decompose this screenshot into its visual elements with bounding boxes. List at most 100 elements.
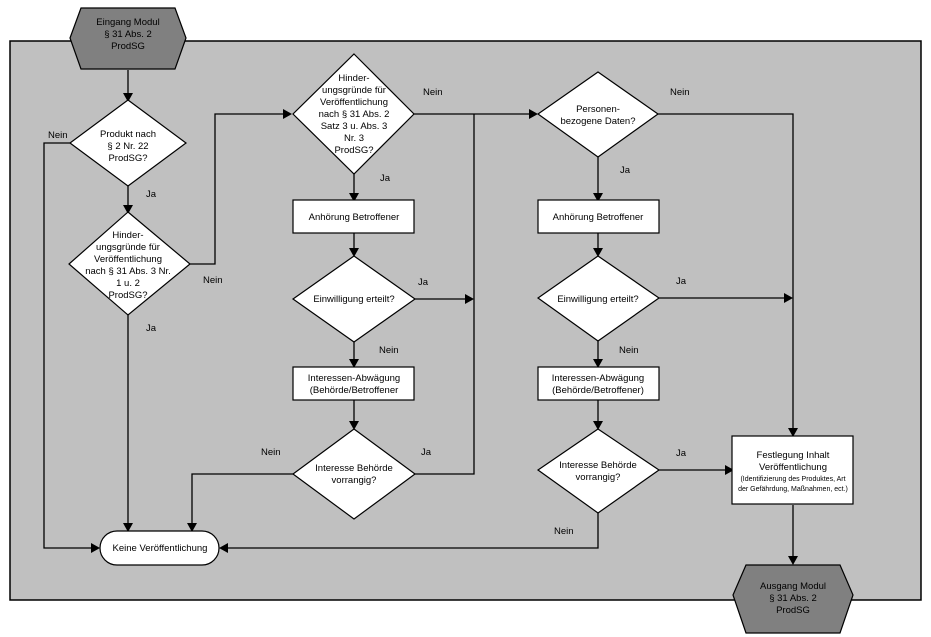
decision-interesse2-line1: Interesse Behörde bbox=[559, 460, 637, 471]
arrowhead bbox=[788, 428, 798, 437]
decision-interesse-1[interactable]: Interesse Behörde vorrangig? bbox=[291, 428, 417, 520]
edge-label-hinder1-ja: Ja bbox=[146, 323, 157, 334]
edge-label-produkt-ja: Ja bbox=[146, 189, 157, 200]
edge-interesse2-nein bbox=[221, 513, 599, 549]
end-label-line1: Ausgang Modul bbox=[760, 581, 826, 592]
arrowhead bbox=[123, 523, 133, 532]
start-label-line2: § 31 Abs. 2 bbox=[104, 29, 152, 40]
edge-personen-nein bbox=[658, 113, 794, 435]
decision-hinderungsgruende-1[interactable]: Hinder- ungsgründe für Veröffentlichung … bbox=[68, 211, 191, 316]
arrowhead bbox=[788, 556, 798, 565]
edge-label-hinder1-nein: Nein bbox=[203, 275, 223, 286]
arrowhead bbox=[465, 294, 474, 304]
decision-interesse2-line2: vorrangig? bbox=[576, 472, 621, 483]
decision-hinderungsgruende-2[interactable]: Hinder- ungsgründe für Veröffentlichung … bbox=[292, 53, 415, 175]
arrowhead bbox=[529, 109, 538, 119]
process-festlegung-detail1: (Identifizierung des Produktes, Art bbox=[740, 476, 845, 483]
process-abwaegung1-line2: (Behörde/Betroffener bbox=[310, 385, 399, 396]
decision-hinder2-line1: Hinder- bbox=[338, 73, 369, 84]
end-label-line2: § 31 Abs. 2 bbox=[769, 593, 817, 604]
decision-interesse1-line2: vorrangig? bbox=[332, 475, 377, 486]
arrowhead bbox=[123, 205, 133, 214]
decision-hinder2-line4: nach § 31 Abs. 2 bbox=[319, 109, 390, 120]
decision-hinder1-line6: ProdSG? bbox=[108, 290, 147, 301]
arrowhead bbox=[219, 543, 228, 553]
decision-produkt[interactable]: Produkt nach § 2 Nr. 22 ProdSG? bbox=[68, 99, 188, 187]
process-anhoerung-1[interactable]: Anhörung Betroffener bbox=[292, 199, 415, 234]
decision-personen-line1: Personen- bbox=[576, 104, 620, 115]
edge-label-einwilligung2-nein: Nein bbox=[619, 345, 639, 356]
edge-label-interesse1-nein: Nein bbox=[261, 447, 281, 458]
process-festlegung-line2: Veröffentlichung bbox=[759, 462, 827, 473]
edge-interesse1-nein bbox=[191, 473, 293, 530]
process-festlegung-inhalt[interactable]: Festlegung Inhalt Veröffentlichung (Iden… bbox=[731, 435, 854, 505]
arrowhead bbox=[349, 193, 359, 202]
start-label-line1: Eingang Modul bbox=[96, 17, 159, 28]
edge-label-einwilligung1-ja: Ja bbox=[418, 277, 429, 288]
process-shape bbox=[731, 435, 854, 505]
edge-label-interesse2-ja: Ja bbox=[676, 448, 687, 459]
process-abwaegung2-line2: (Behörde/Betroffener) bbox=[552, 385, 644, 396]
edge-label-einwilligung1-nein: Nein bbox=[379, 345, 399, 356]
diamond-shape bbox=[536, 255, 661, 342]
arrowhead bbox=[187, 523, 197, 532]
process-abwaegung-2[interactable]: Interessen-Abwägung (Behörde/Betroffener… bbox=[537, 366, 660, 401]
connectors bbox=[43, 70, 798, 565]
start-node[interactable]: Eingang Modul § 31 Abs. 2 ProdSG bbox=[69, 7, 187, 70]
decision-hinder1-line3: Veröffentlichung bbox=[94, 254, 162, 265]
terminator-keine-veroeffentlichung[interactable]: Keine Veröffentlichung bbox=[99, 530, 220, 566]
arrowhead bbox=[283, 109, 292, 119]
decision-hinder2-line3: Veröffentlichung bbox=[320, 97, 388, 108]
process-anhoerung-2[interactable]: Anhörung Betroffener bbox=[537, 199, 660, 234]
diamond-shape bbox=[292, 53, 415, 175]
start-label-line3: ProdSG bbox=[111, 41, 145, 52]
edge-label-hinder2-nein: Nein bbox=[423, 87, 443, 98]
process-shape bbox=[537, 366, 660, 401]
arrowhead bbox=[349, 359, 359, 368]
edge-label-personen-nein: Nein bbox=[670, 87, 690, 98]
diamond-shape bbox=[291, 428, 417, 520]
decision-interesse1-line1: Interesse Behörde bbox=[315, 463, 393, 474]
process-anhoerung2-label: Anhörung Betroffener bbox=[553, 212, 644, 223]
decision-produkt-line2: § 2 Nr. 22 bbox=[107, 141, 148, 152]
arrowhead bbox=[593, 359, 603, 368]
process-abwaegung-1[interactable]: Interessen-Abwägung (Behörde/Betroffener bbox=[292, 366, 415, 401]
edge-hinder1-nein bbox=[189, 113, 290, 265]
terminator-keine-label: Keine Veröffentlichung bbox=[113, 543, 208, 554]
decision-personenbezogen[interactable]: Personen- bezogene Daten? bbox=[536, 71, 660, 158]
process-shape bbox=[537, 199, 660, 234]
edge-label-interesse2-nein: Nein bbox=[554, 526, 574, 537]
arrowhead bbox=[123, 93, 133, 102]
end-label-line3: ProdSG bbox=[776, 605, 810, 616]
arrowhead bbox=[593, 248, 603, 257]
edge-label-interesse1-ja: Ja bbox=[421, 447, 432, 458]
diamond-shape bbox=[68, 99, 188, 187]
decision-hinder2-line2: ungsgründe für bbox=[322, 85, 386, 96]
edge-interesse1-ja bbox=[415, 114, 475, 475]
decision-einwilligung1-label: Einwilligung erteilt? bbox=[313, 294, 394, 305]
process-festlegung-line1: Festlegung Inhalt bbox=[757, 450, 830, 461]
hexagon-shape bbox=[732, 564, 854, 634]
end-node[interactable]: Ausgang Modul § 31 Abs. 2 ProdSG bbox=[732, 564, 854, 634]
decision-hinder1-line5: 1 u. 2 bbox=[116, 278, 140, 289]
decision-einwilligung-1[interactable]: Einwilligung erteilt? bbox=[291, 255, 417, 343]
decision-interesse-2[interactable]: Interesse Behörde vorrangig? bbox=[536, 428, 661, 514]
arrowhead bbox=[593, 193, 603, 202]
decision-hinder1-line1: Hinder- bbox=[112, 230, 143, 241]
edge-label-produkt-nein: Nein bbox=[48, 130, 68, 141]
decision-produkt-line3: ProdSG? bbox=[108, 153, 147, 164]
edge-label-einwilligung2-ja: Ja bbox=[676, 276, 687, 287]
decision-hinder1-line2: ungsgründe für bbox=[96, 242, 160, 253]
arrowhead bbox=[349, 421, 359, 430]
arrowhead bbox=[725, 465, 734, 475]
edge-label-hinder2-ja: Ja bbox=[380, 173, 391, 184]
process-shape bbox=[292, 199, 415, 234]
edge-produkt-nein bbox=[43, 142, 98, 549]
decision-einwilligung2-label: Einwilligung erteilt? bbox=[557, 294, 638, 305]
process-abwaegung2-line1: Interessen-Abwägung bbox=[552, 373, 644, 384]
edge-label-personen-ja: Ja bbox=[620, 165, 631, 176]
decision-hinder2-line5: Satz 3 u. Abs. 3 bbox=[321, 121, 388, 132]
arrowhead bbox=[91, 543, 100, 553]
decision-einwilligung-2[interactable]: Einwilligung erteilt? bbox=[536, 255, 661, 342]
